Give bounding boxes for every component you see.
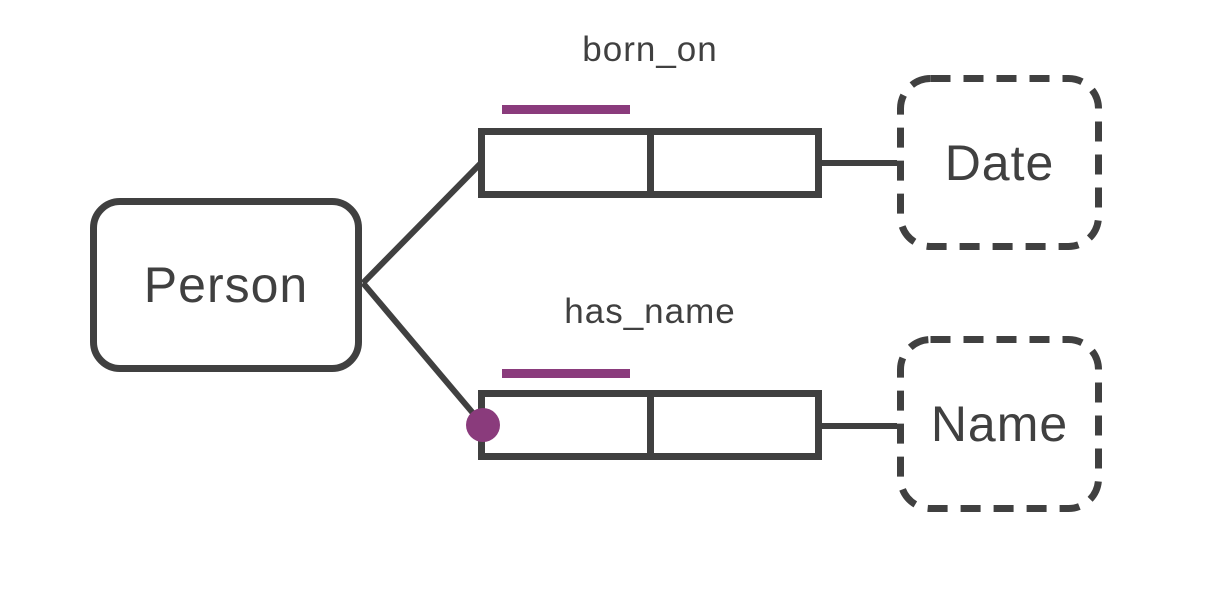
fact-label-has-name: has_name (564, 292, 736, 331)
role-cell-born-on-date (654, 135, 815, 191)
value-type-date: Date (897, 75, 1102, 250)
role-divider (647, 397, 654, 453)
entity-person-label: Person (143, 257, 309, 313)
fact-type-born-on (478, 128, 822, 198)
fact-type-has-name (478, 390, 822, 460)
fact-label-born-on: born_on (582, 30, 718, 69)
role-cell-has-name-person (485, 397, 647, 453)
role-cell-born-on-person (485, 135, 647, 191)
value-type-name-label: Name (930, 395, 1069, 452)
connector-person-has-name (360, 281, 486, 427)
value-type-name: Name (897, 336, 1102, 511)
role-cell-has-name-name (654, 397, 815, 453)
value-type-date-label: Date (944, 134, 1055, 191)
role-divider (647, 135, 654, 191)
uniqueness-bar-born-on (502, 105, 630, 114)
uniqueness-bar-has-name (502, 369, 630, 378)
connector-person-born-on (360, 160, 484, 286)
entity-person: Person (90, 198, 362, 372)
